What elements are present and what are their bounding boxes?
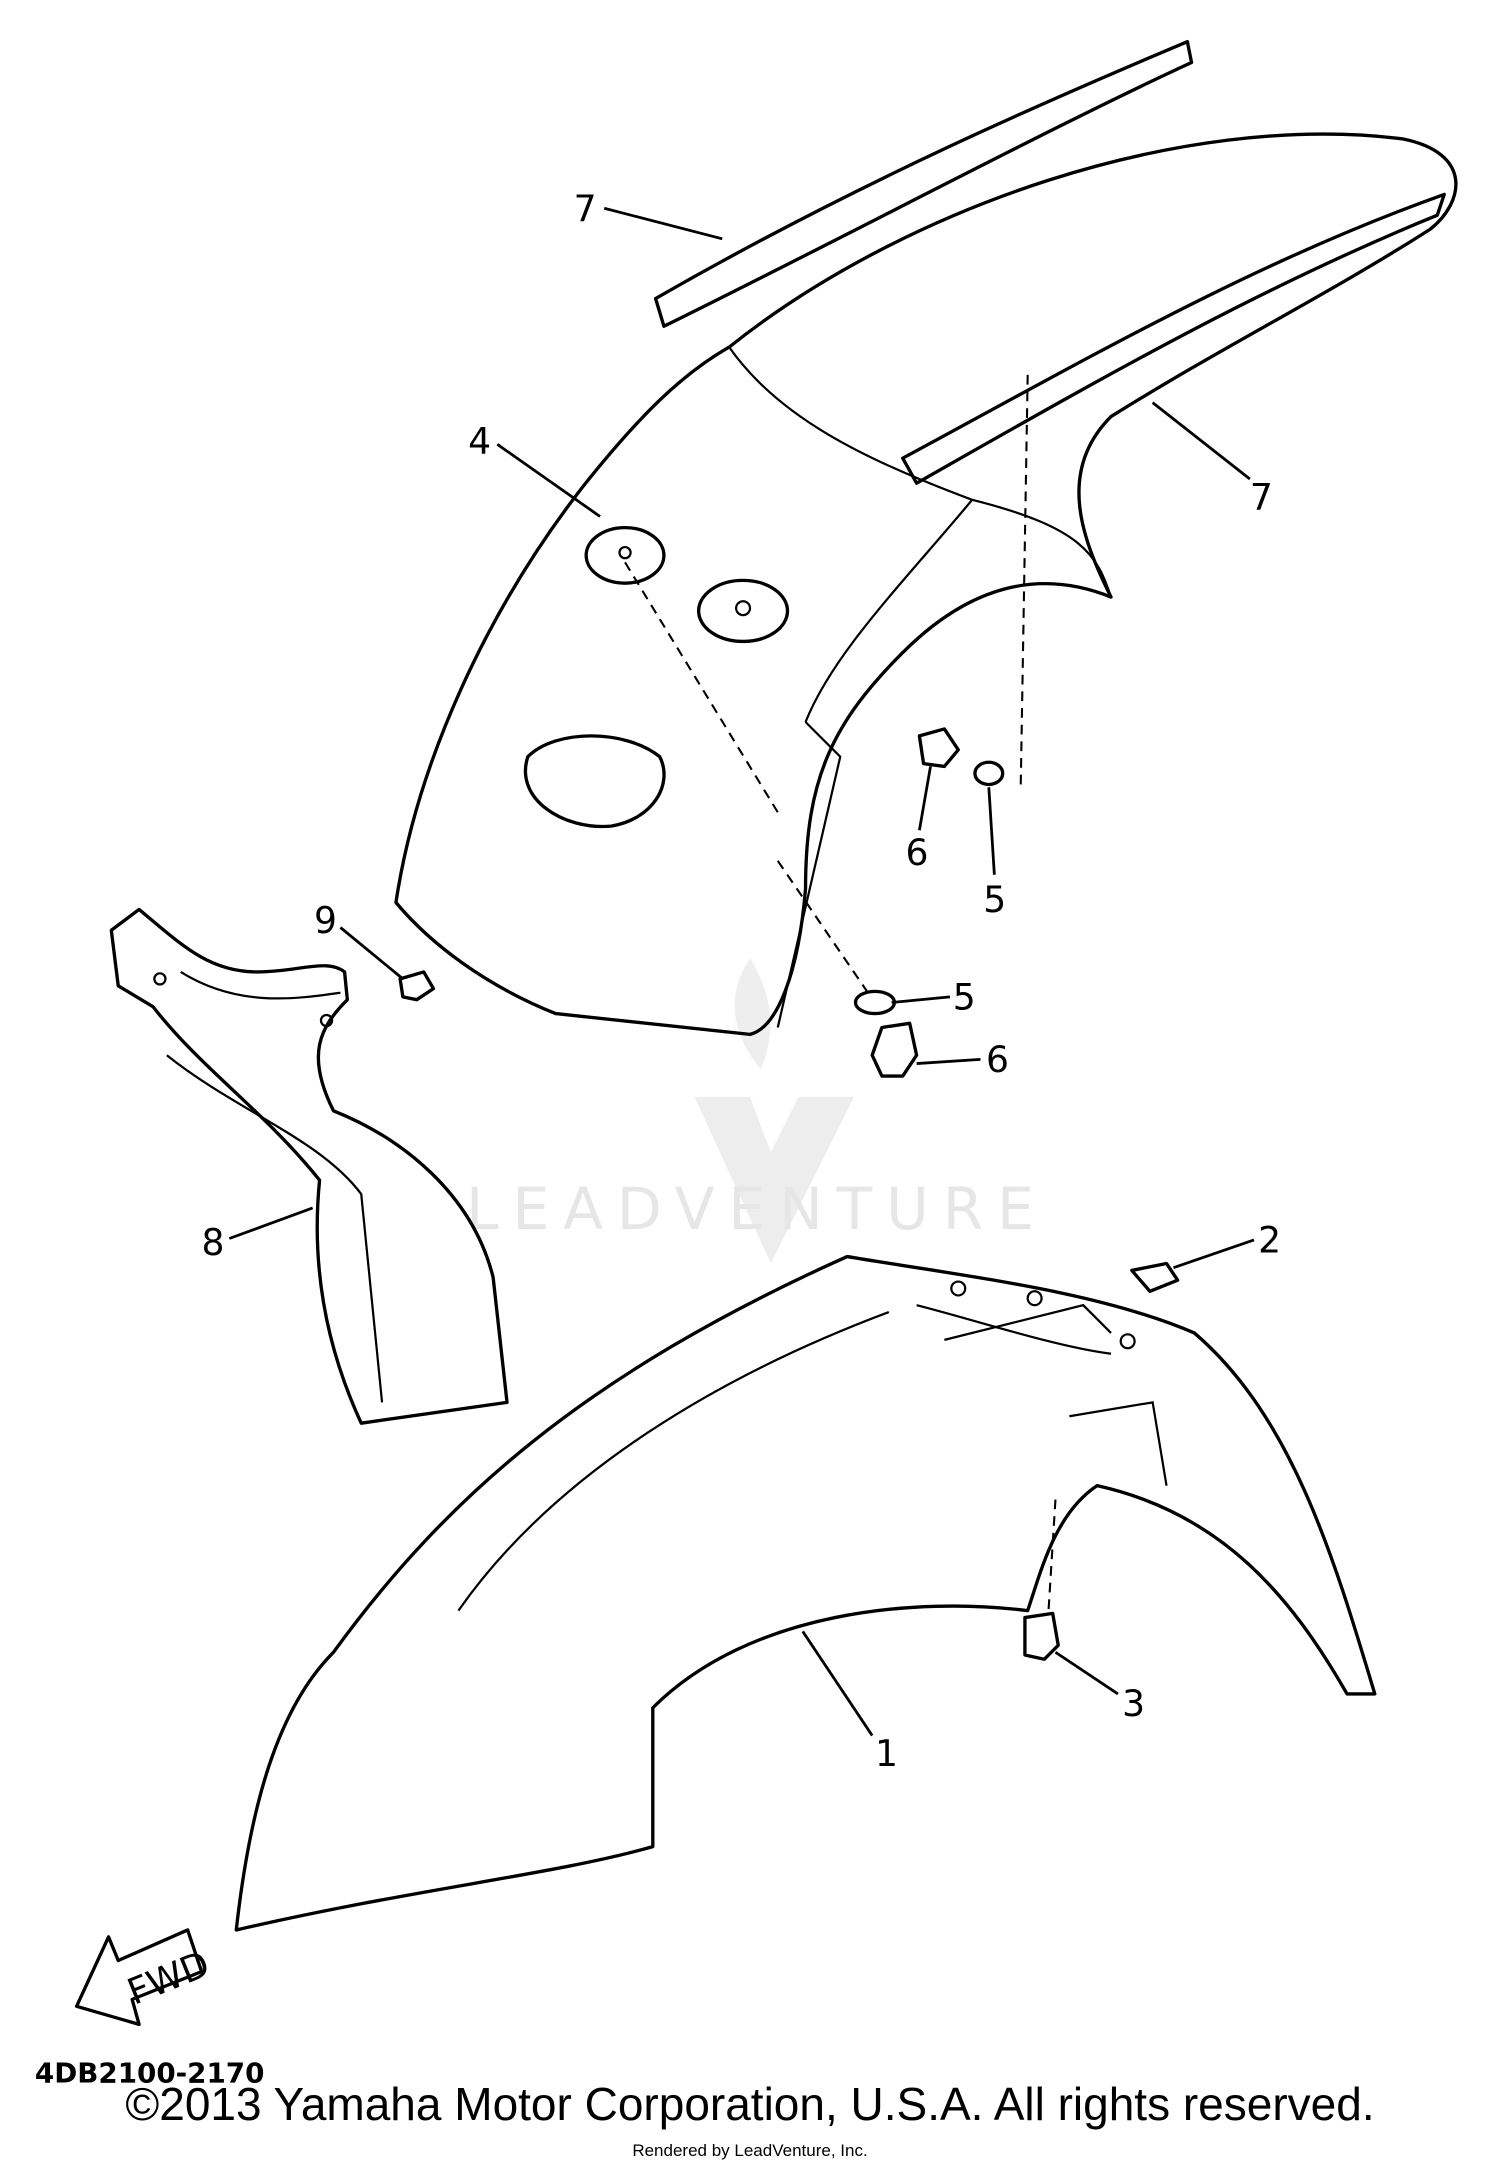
part-1-front-fender bbox=[234, 1254, 1377, 1932]
part-7-graphic-top bbox=[653, 39, 1446, 485]
callout-7b: 7 bbox=[1250, 476, 1273, 519]
callout-1: 1 bbox=[875, 1732, 898, 1775]
copyright-notice: ©2013 Yamaha Motor Corporation, U.S.A. A… bbox=[125, 2078, 1375, 2130]
callout-8: 8 bbox=[202, 1221, 225, 1264]
callout-6b: 6 bbox=[986, 1038, 1009, 1081]
leadventure-watermark: LEADVENTURE bbox=[466, 958, 1048, 1264]
part-4-fender bbox=[394, 132, 1458, 1037]
callout-5a: 5 bbox=[983, 878, 1006, 921]
rendered-by-notice: Rendered by LeadVenture, Inc. bbox=[632, 2141, 868, 2160]
part-8-mud-guard bbox=[109, 907, 509, 1425]
callout-9: 9 bbox=[314, 899, 337, 942]
part-code: 4DB2100-2170 bbox=[35, 2057, 264, 2090]
callout-6a: 6 bbox=[906, 831, 929, 874]
callout-2: 2 bbox=[1258, 1218, 1281, 1261]
callout-4: 4 bbox=[468, 420, 491, 463]
fwd-arrow: FWD bbox=[74, 1928, 215, 2027]
callout-labels: 1 2 3 4 5 5 6 6 7 7 8 9 bbox=[202, 187, 1282, 1775]
callout-5b: 5 bbox=[953, 975, 976, 1018]
watermark-text: LEADVENTURE bbox=[466, 1175, 1048, 1243]
callout-7a: 7 bbox=[574, 187, 597, 230]
leader-lines bbox=[228, 206, 1255, 1737]
callout-3: 3 bbox=[1122, 1682, 1145, 1725]
